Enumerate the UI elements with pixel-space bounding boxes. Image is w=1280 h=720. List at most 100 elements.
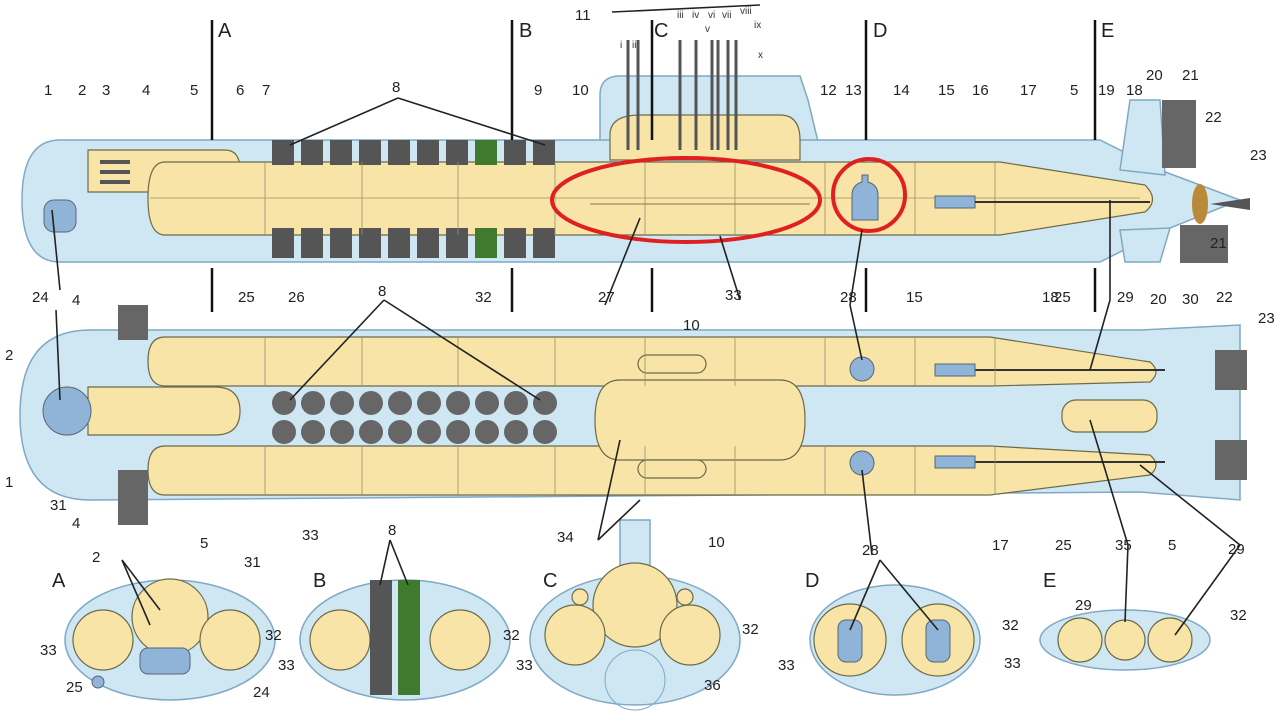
callout-label-19: 19 [1098,82,1115,99]
callout-label-11: 11 [575,7,591,24]
rudder-upper [1119,99,1166,176]
callout-label-24: 24 [32,289,49,306]
missile-tube-top [417,140,439,165]
callout-label-17: 17 [992,537,1009,554]
missile-tube-top [446,140,468,165]
missile-silo [330,420,354,444]
missile-tube-top [359,140,381,165]
missile-silo [417,420,441,444]
missile-tube-top [475,140,497,165]
missile-tube-bottom [330,228,352,258]
missile-silo [388,420,412,444]
callout-label-4: 4 [142,82,150,99]
sail-compartment [609,114,801,161]
missile-tube-bottom [475,228,497,258]
missile-tube-top [533,140,555,165]
callout-label-24: 24 [253,684,270,701]
section-a [64,578,276,701]
rudder-lower [1119,227,1172,263]
callout-label-18: 18 [1126,82,1143,99]
callout-label-32: 32 [1230,607,1247,624]
missile-tube-bottom [446,228,468,258]
side-pressure-hull [147,161,1154,236]
callout-label-6: 6 [236,82,244,99]
mast-label: iii [677,10,684,21]
missile-silo [504,420,528,444]
missile-tube-top [388,140,410,165]
callout-label-30: 30 [1182,291,1199,308]
missile-silo [475,391,499,415]
callout-label-1: 1 [5,474,13,491]
mast-label: ii [632,40,636,51]
missile-tube-bottom [359,228,381,258]
callout-label-26: 26 [288,289,305,306]
tank-side [851,174,879,221]
callout-label-31: 31 [50,497,67,514]
callout-label-18: 18 [1042,289,1059,306]
section-d [809,584,981,696]
section-b [299,579,511,701]
callout-label-33: 33 [1004,655,1021,672]
missile-silo [533,420,557,444]
missile-silo [388,391,412,415]
section-c [529,519,741,711]
cross-sections [64,519,1211,711]
callout-label-28: 28 [862,542,879,559]
mast-label: iv [692,10,699,21]
callout-label-15: 15 [938,82,955,99]
callout-label-8: 8 [378,283,386,300]
mast-label: i [620,40,622,51]
rescue-capsule [43,199,77,233]
stabilizer-lower [1180,225,1228,263]
leader-lines [51,4,1241,636]
callout-label-10: 10 [572,82,589,99]
callout-label-4: 4 [72,515,80,532]
plan-torpedo-room [87,386,241,436]
callout-label-25: 25 [1055,537,1072,554]
callout-label-32: 32 [742,621,759,638]
callout-label-23: 23 [1250,147,1267,164]
callout-label-34: 34 [557,529,574,546]
stabilizer-upper [1162,100,1196,168]
highlight-circle [831,157,907,233]
callout-label-21: 21 [1182,67,1199,84]
section-view-label: A [52,570,66,592]
highlight-ellipse [550,156,822,244]
missile-silo [417,391,441,415]
callout-label-4: 4 [72,292,80,309]
callout-label-2: 2 [78,82,86,99]
callout-label-35: 35 [1115,537,1132,554]
callout-label-8: 8 [392,79,400,96]
callout-label-29: 29 [1075,597,1092,614]
callout-label-29: 29 [1228,541,1245,558]
callout-label-33: 33 [725,287,742,304]
callout-label-17: 17 [1020,82,1037,99]
missile-tube-bottom [504,228,526,258]
callout-label-32: 32 [265,627,282,644]
side-view [21,40,1250,263]
callout-label-22: 22 [1216,289,1233,306]
section-view-label: C [543,570,557,592]
callout-label-10: 10 [683,317,700,334]
callout-label-9: 9 [534,82,542,99]
mast-label: vii [722,10,731,21]
callout-label-25: 25 [238,289,255,306]
missile-tube-bottom [272,228,294,258]
callout-label-20: 20 [1150,291,1167,308]
missile-silo [301,420,325,444]
missile-silo [475,420,499,444]
callout-label-5: 5 [200,535,208,552]
callout-label-25: 25 [66,679,83,696]
callout-label-20: 20 [1146,67,1163,84]
callout-label-33: 33 [302,527,319,544]
missile-silo [272,391,296,415]
callout-label-3: 3 [102,82,110,99]
callout-label-2: 2 [5,347,13,364]
callout-label-25: 25 [1054,289,1071,306]
callout-label-13: 13 [845,82,862,99]
section-cut-lines [210,20,1097,312]
callout-label-16: 16 [972,82,989,99]
mast-label: x [758,50,763,61]
